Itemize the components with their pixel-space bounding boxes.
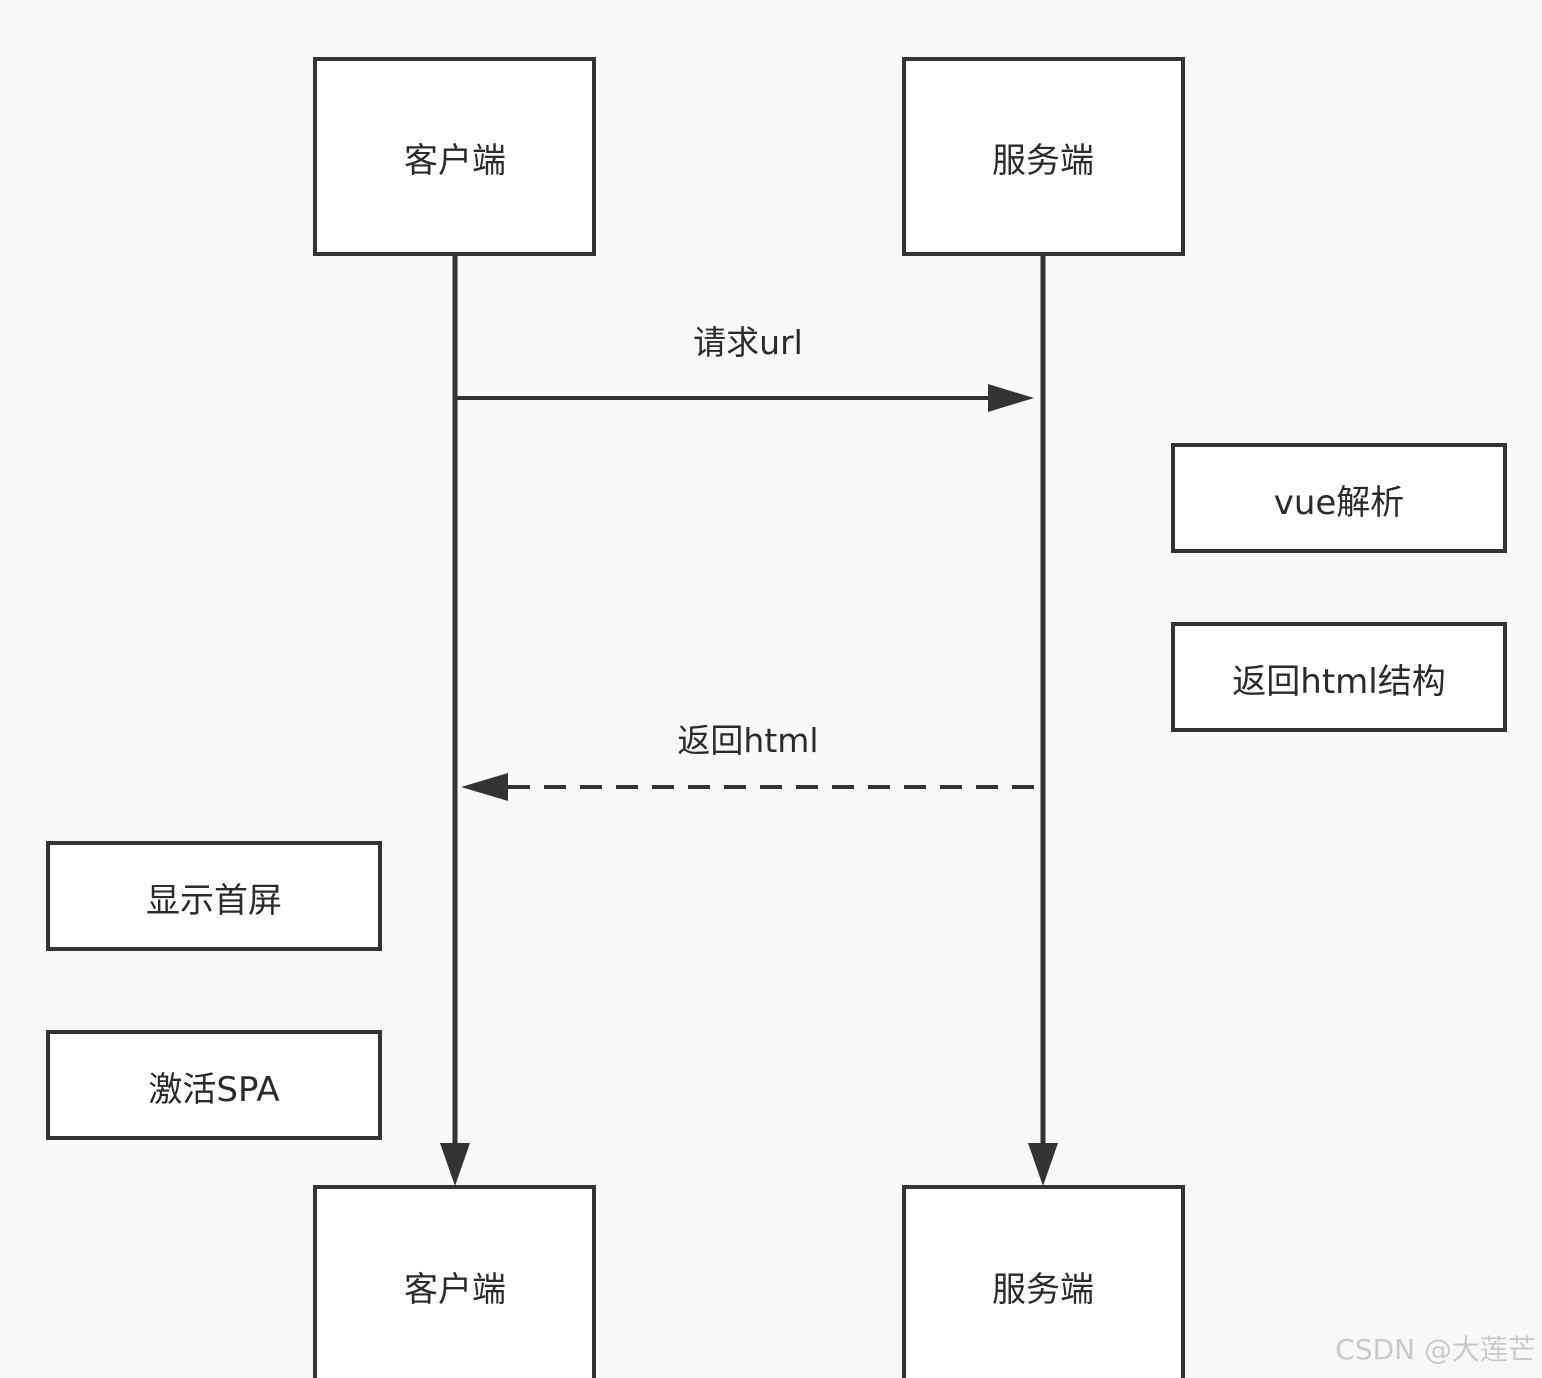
message-request-arrowhead <box>988 384 1034 412</box>
client-lifeline-arrowhead <box>440 1143 470 1186</box>
csdn-watermark: CSDN @大莲芒 <box>1335 1333 1536 1366</box>
participant-server-bottom: 服务端 <box>902 1185 1185 1378</box>
message-request: 请求url <box>455 323 1034 412</box>
note-client-show: 显示首屏 <box>46 841 382 951</box>
participant-server-bottom-label: 服务端 <box>992 1270 1094 1310</box>
participant-client-bottom-label: 客户端 <box>404 1270 506 1310</box>
message-request-label: 请求url <box>693 323 803 362</box>
note-server-return-label: 返回html结构 <box>1232 662 1445 702</box>
message-response-label: 返回html <box>677 721 818 760</box>
participant-server-top-label: 服务端 <box>992 141 1094 181</box>
participant-client-top: 客户端 <box>313 57 596 256</box>
note-server-return: 返回html结构 <box>1171 622 1507 732</box>
server-lifeline-arrowhead <box>1028 1143 1058 1186</box>
note-client-activate-label: 激活SPA <box>148 1070 279 1110</box>
participant-client-bottom: 客户端 <box>313 1185 596 1378</box>
message-response-arrowhead <box>461 773 508 801</box>
note-server-parse: vue解析 <box>1171 443 1507 553</box>
participant-server-top: 服务端 <box>902 57 1185 256</box>
note-client-activate: 激活SPA <box>46 1030 382 1140</box>
note-server-parse-label: vue解析 <box>1274 483 1405 523</box>
message-response: 返回html <box>461 721 1034 801</box>
note-client-show-label: 显示首屏 <box>146 881 282 921</box>
participant-client-top-label: 客户端 <box>404 141 506 181</box>
